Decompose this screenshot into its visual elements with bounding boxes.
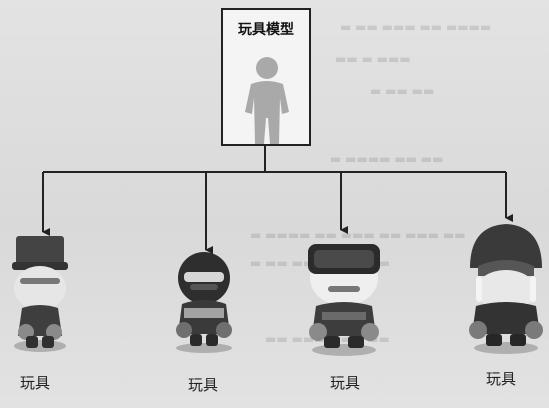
bleed-through-text: ▬ ▬▬ ▬▬▬ ▬▬ ▬▬▬▬ [340,20,492,34]
toy-ninja-figure-icon [176,252,232,353]
bleed-through-text: ▬▬ ▬ ▬▬▬ [335,52,411,66]
toy-model-box: 玩具模型 [221,8,311,146]
toy-vr-headset-figure-icon [308,244,380,356]
toy-label: 玩具 [486,370,517,388]
model-title: 玩具模型 [238,22,294,38]
toy-hat-figure-icon [12,236,68,352]
bleed-through-text: ▬ ▬▬▬▬ ▬▬ ▬▬ [330,152,444,166]
bleed-through-text: ▬ ▬▬▬▬ ▬▬ ▬▬▬ ▬▬ ▬▬▬ ▬▬ [250,228,466,242]
bleed-through-text: ▬ ▬▬ ▬▬ [370,84,435,98]
person-figure-icon [245,57,289,144]
toy-label: 玩具 [20,374,51,392]
toy-helmet-figure-icon [469,224,543,354]
toy-label: 玩具 [330,374,361,392]
toy-label: 玩具 [188,376,219,394]
